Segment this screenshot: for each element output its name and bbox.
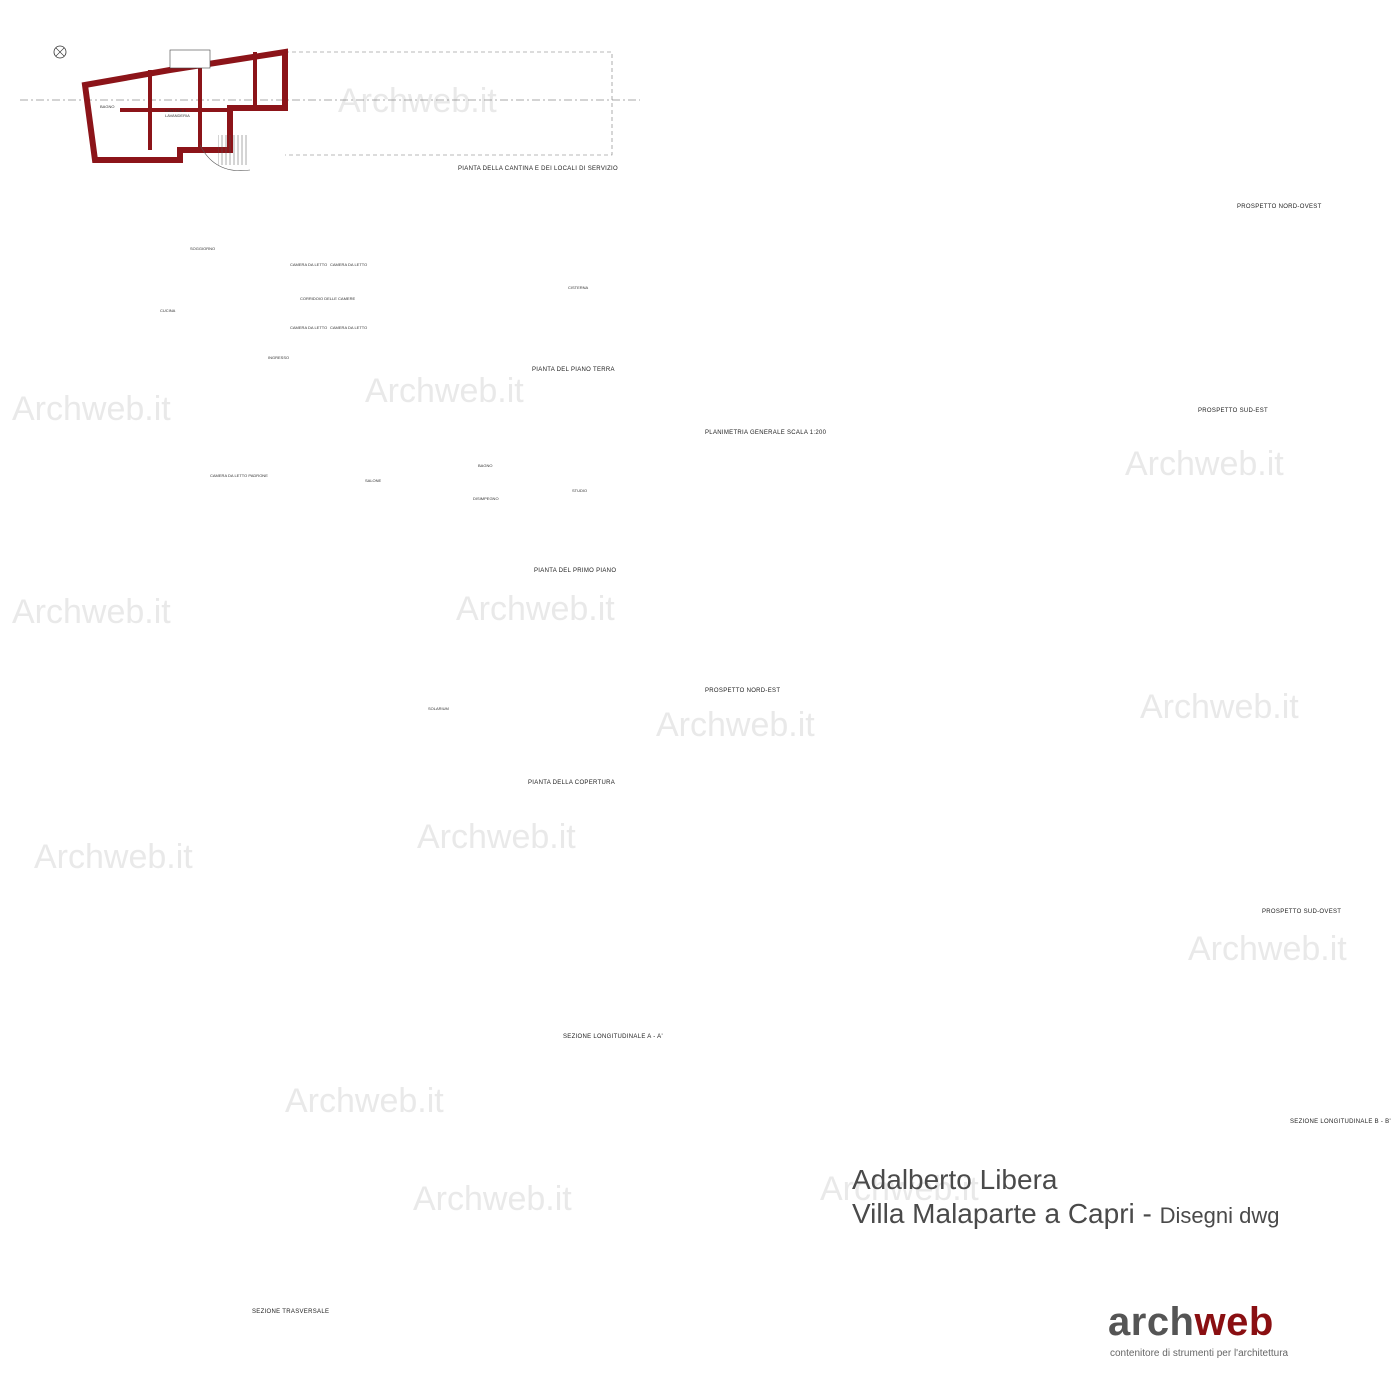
title-kind: Disegni dwg (1159, 1203, 1280, 1228)
watermark: Archweb.it (338, 82, 497, 120)
label-site-plan: PLANIMETRIA GENERALE SCALA 1:200 (705, 430, 827, 436)
room-label: CAMERA DA LETTO (290, 262, 328, 267)
watermark: Archweb.it (413, 1180, 572, 1218)
room-label: CAMERA DA LETTO (330, 325, 368, 330)
watermark: Archweb.it (285, 1082, 444, 1120)
watermark: Archweb.it (365, 372, 524, 410)
room-label: SOLARIUM (428, 706, 449, 711)
watermark: Archweb.it (656, 706, 815, 744)
watermark: Archweb.it (820, 1170, 979, 1208)
label-section-aa: SEZIONE LONGITUDINALE A - A' (563, 1034, 663, 1040)
room-label: SALONE (365, 478, 382, 483)
label-plan-ground: PIANTA DEL PIANO TERRA (532, 367, 615, 373)
room-label: SOGGIORNO (190, 246, 216, 251)
room-label: CAMERA DA LETTO (290, 325, 328, 330)
title-author: Adalberto Libera (852, 1164, 1058, 1195)
title-project: Villa Malaparte a Capri (852, 1198, 1135, 1229)
room-label: DISIMPEGNO (473, 496, 499, 501)
watermark: Archweb.it (1188, 930, 1347, 968)
room-label: CORRIDOIO DELLE CAMERE (300, 296, 356, 301)
watermark: Archweb.it (34, 838, 193, 876)
label-elevation-ne: PROSPETTO NORD-EST (705, 688, 781, 694)
label-plan-cellar: PIANTA DELLA CANTINA E DEI LOCALI DI SER… (458, 166, 618, 172)
title-separator: - (1134, 1198, 1160, 1229)
room-label: CAMERA DA LETTO (330, 262, 368, 267)
label-elevation-se: PROSPETTO SUD-EST (1198, 408, 1268, 414)
room-label: CANTINE E LAVANDERIA (165, 108, 190, 118)
watermark: Archweb.it (12, 390, 171, 428)
label-section-bb: SEZIONE LONGITUDINALE B - B' (1290, 1119, 1391, 1125)
brand-name-part2: web (1194, 1300, 1274, 1344)
title-project-line: Villa Malaparte a Capri - Disegni dwg (852, 1197, 1279, 1233)
room-label: CISTERNA (568, 285, 589, 290)
room-label: BAGNO (478, 463, 493, 468)
label-section-transversal: SEZIONE TRASVERSALE (252, 1309, 330, 1315)
watermark: Archweb.it (12, 593, 171, 631)
label-elevation-nw: PROSPETTO NORD-OVEST (1237, 204, 1322, 210)
room-label: CAMERA DA LETTO PADRONE (210, 473, 268, 478)
watermark: Archweb.it (1140, 688, 1299, 726)
label-plan-first: PIANTA DEL PRIMO PIANO (534, 568, 617, 574)
watermark: Archweb.it (456, 590, 615, 628)
label-elevation-sw: PROSPETTO SUD-OVEST (1262, 909, 1342, 915)
watermark: Archweb.it (1125, 445, 1284, 483)
watermark: Archweb.it (417, 818, 576, 856)
plan-cellar (20, 45, 640, 171)
room-label: CUCINA (160, 308, 176, 313)
label-plan-roof: PIANTA DELLA COPERTURA (528, 780, 616, 786)
room-label: BAGNO (100, 104, 115, 109)
brand-name-part1: arch (1108, 1300, 1195, 1344)
brand-tagline: contenitore di strumenti per l'architett… (1110, 1348, 1289, 1359)
room-label: STUDIO (572, 488, 588, 493)
brand-name[interactable]: archweb (1108, 1300, 1274, 1345)
title-block: Adalberto Libera Villa Malaparte a Capri… (852, 1163, 1279, 1233)
room-label: INGRESSO (268, 355, 290, 360)
